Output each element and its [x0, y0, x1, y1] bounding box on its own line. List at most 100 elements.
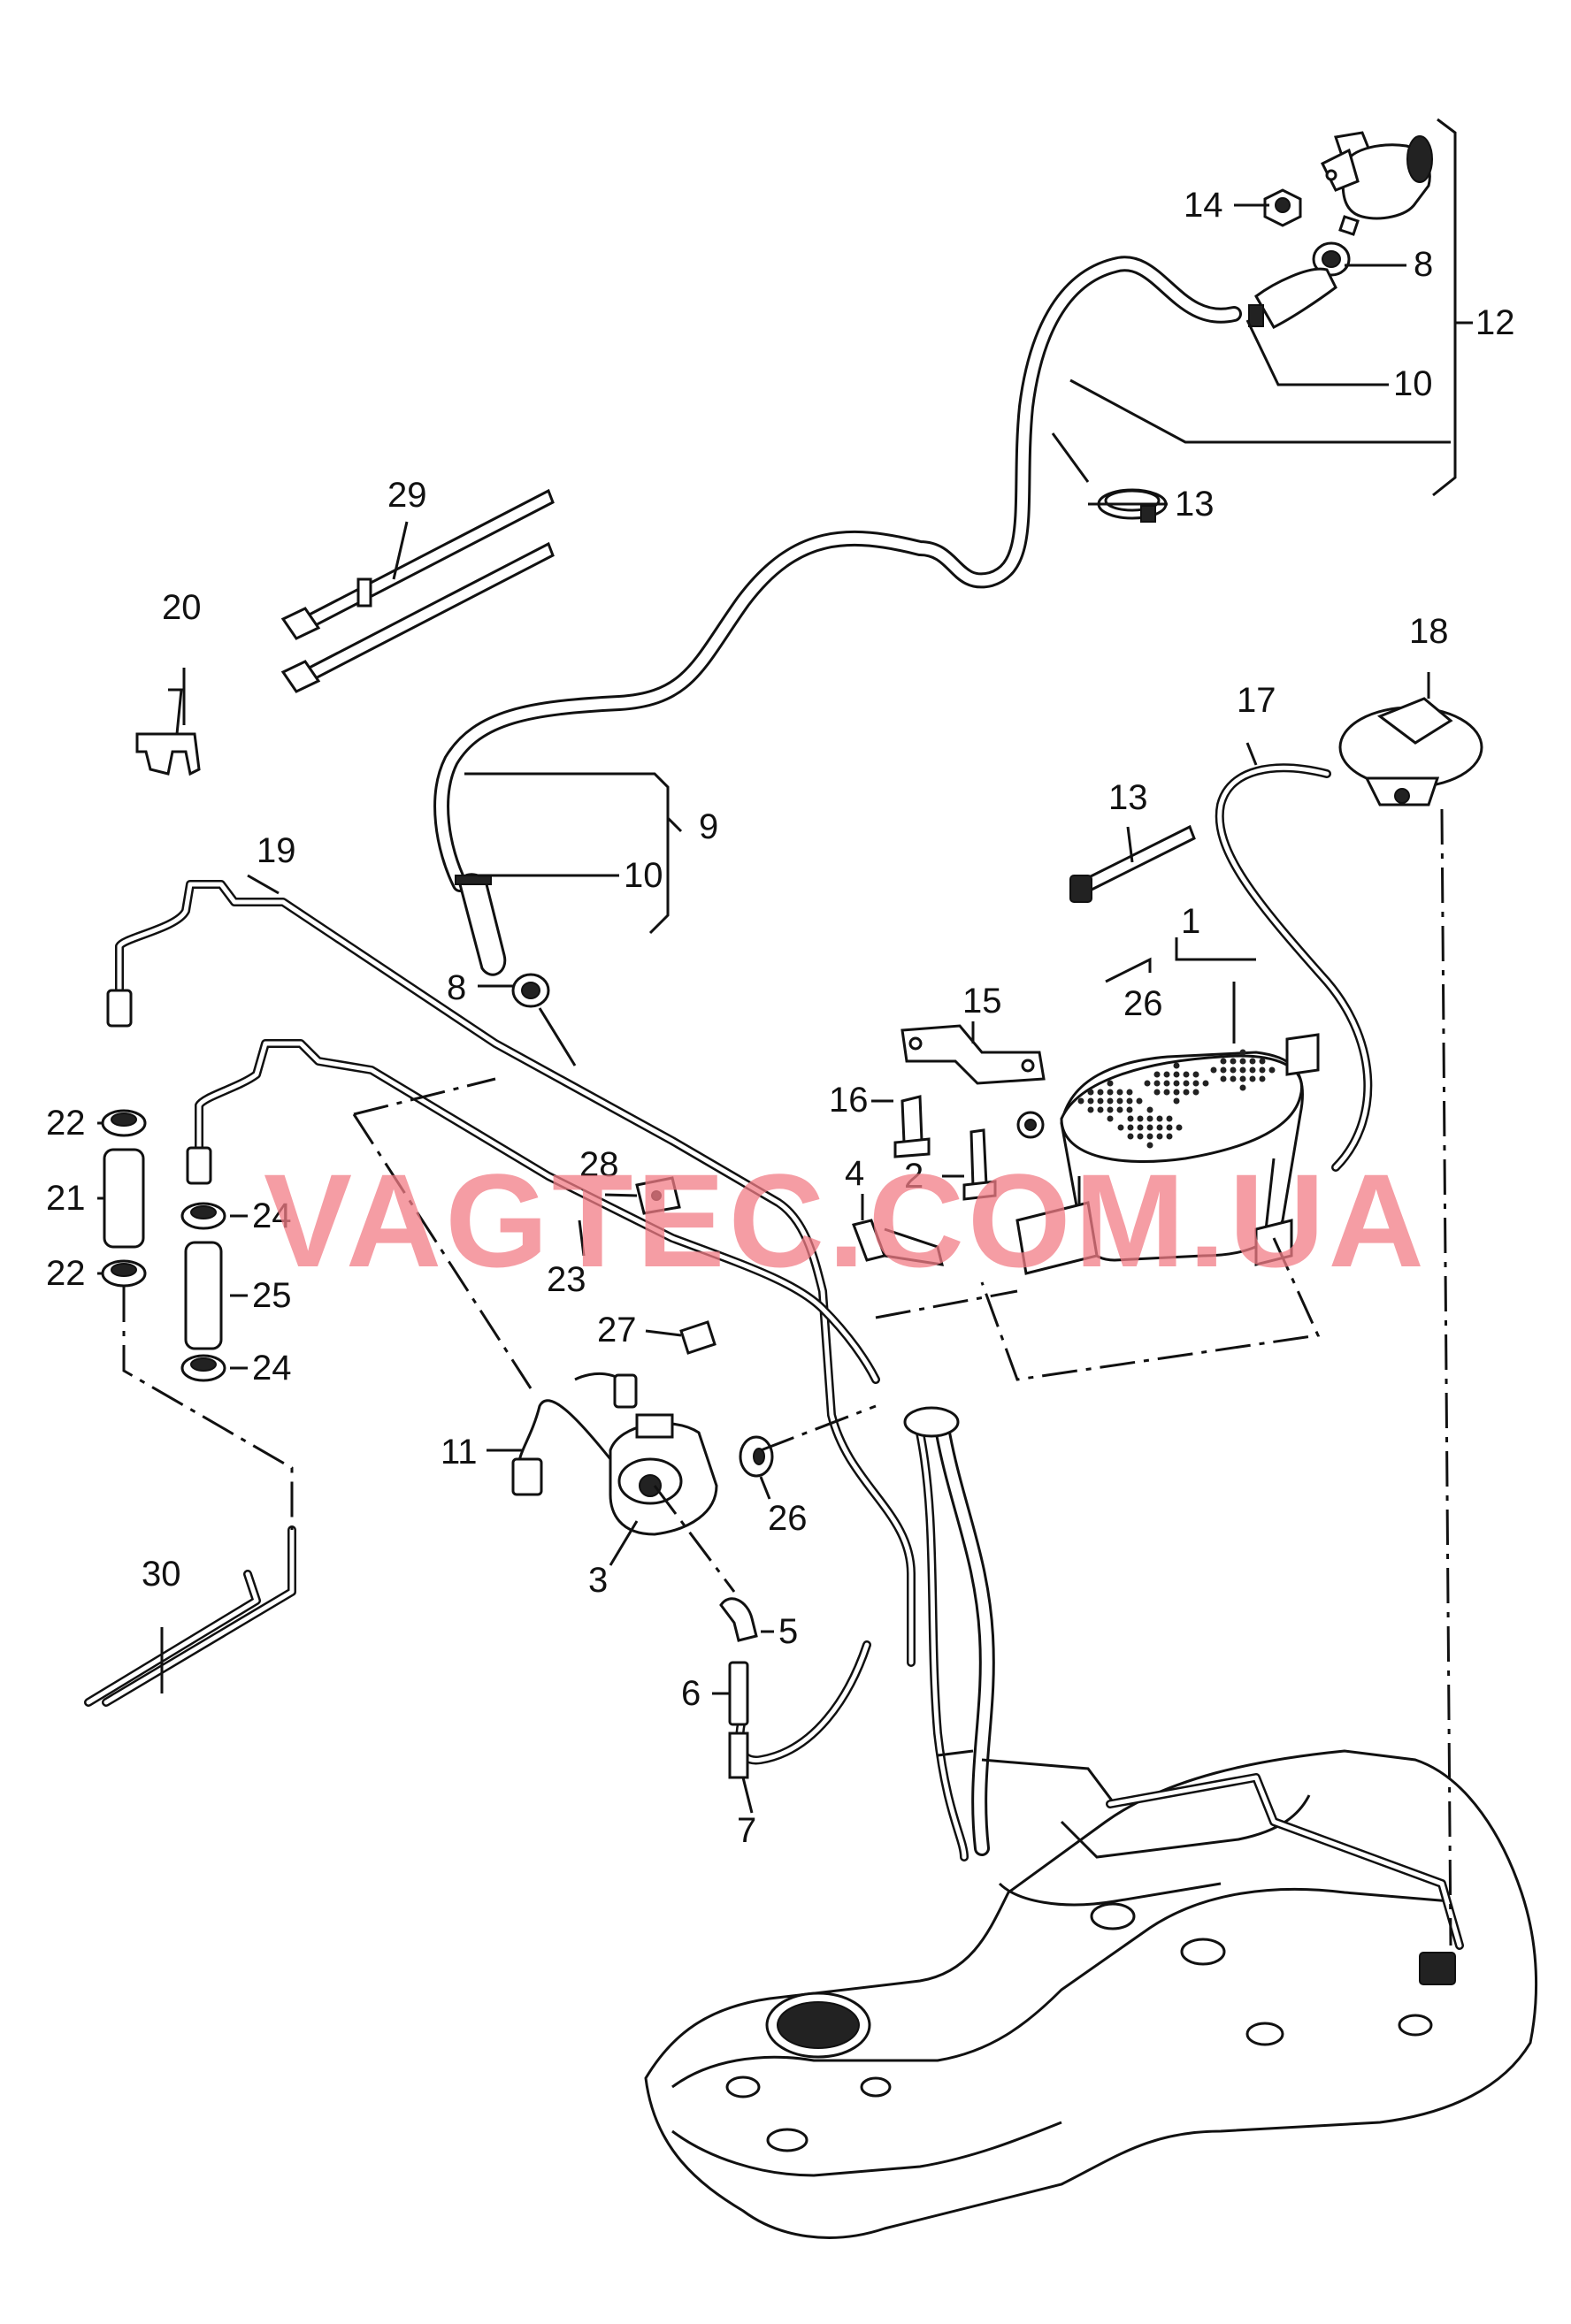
- hose-10-mid: [455, 873, 507, 976]
- vent-hole: [1116, 1106, 1123, 1113]
- callout-26-lower: 26: [768, 1499, 808, 1538]
- vent-hole: [1117, 1124, 1124, 1131]
- vent-hole: [1173, 1071, 1180, 1078]
- vent-hole: [1146, 1106, 1153, 1113]
- callout-29: 29: [387, 476, 427, 515]
- callout-13-upper: 13: [1175, 485, 1215, 524]
- vent-hole: [1230, 1075, 1237, 1082]
- valve-3: [609, 1413, 718, 1536]
- tank-vent-line-17: [1215, 763, 1373, 1172]
- vent-pipe-main: [433, 256, 1242, 892]
- vent-hole: [1183, 1080, 1190, 1087]
- vent-hole: [1127, 1124, 1134, 1131]
- clamp-13-upper: [1097, 488, 1168, 523]
- vent-hole: [1163, 1071, 1170, 1078]
- vent-hole: [1146, 1142, 1153, 1149]
- vent-hole: [1183, 1089, 1190, 1096]
- vent-hole: [1126, 1097, 1133, 1105]
- connector-8-upper: [1312, 241, 1351, 277]
- vent-hole: [1156, 1124, 1163, 1131]
- callout-8-upper: 8: [1414, 245, 1433, 284]
- vent-hole: [1239, 1066, 1246, 1074]
- callout-4: 4: [845, 1154, 864, 1193]
- watermark: VAGTEC.COM.UA: [264, 1146, 1428, 1295]
- vent-hole: [1192, 1071, 1199, 1078]
- callout-15: 15: [962, 982, 1002, 1021]
- vent-hole: [1249, 1058, 1256, 1065]
- clip-27: [679, 1320, 717, 1355]
- callout-17: 17: [1237, 681, 1276, 720]
- vent-hole: [1220, 1058, 1227, 1065]
- vent-hole: [1163, 1080, 1170, 1087]
- callout-7: 7: [737, 1811, 756, 1850]
- vent-hole: [1107, 1115, 1114, 1122]
- vent-hole: [1137, 1115, 1144, 1122]
- bushing-24-top: [180, 1202, 226, 1230]
- vent-hole: [1087, 1106, 1094, 1113]
- vent-hole: [1107, 1080, 1114, 1087]
- vent-hole: [1146, 1115, 1153, 1122]
- callout-5: 5: [778, 1612, 798, 1651]
- callout-22-top: 22: [46, 1104, 86, 1143]
- tube-30: [84, 1525, 296, 1707]
- vent-hole: [1268, 1066, 1276, 1074]
- vent-hole: [1173, 1080, 1180, 1087]
- callout-10-mid: 10: [624, 856, 663, 895]
- callout-26-upper: 26: [1123, 984, 1163, 1023]
- canister-vents: [1077, 1049, 1276, 1149]
- vent-hole: [1176, 1124, 1183, 1131]
- callout-21: 21: [46, 1179, 86, 1218]
- callout-27: 27: [597, 1311, 637, 1349]
- callout-11: 11: [441, 1433, 478, 1472]
- callout-18: 18: [1409, 612, 1449, 651]
- vent-hole: [1156, 1133, 1163, 1140]
- bolt-16: [893, 1095, 931, 1158]
- vent-hole: [1220, 1066, 1227, 1074]
- brake-line-23: [186, 1039, 880, 1384]
- vent-hole: [1249, 1075, 1256, 1082]
- leader-lines: [97, 118, 1473, 1814]
- connector-8-mid: [511, 973, 550, 1008]
- vent-hole: [1127, 1133, 1134, 1140]
- vent-hole: [1097, 1089, 1104, 1096]
- vent-hole: [1166, 1133, 1173, 1140]
- vent-hole: [1166, 1124, 1173, 1131]
- reference-lines: [122, 808, 1452, 1946]
- vent-hole: [1202, 1080, 1209, 1087]
- callout-30: 30: [142, 1555, 181, 1594]
- vent-hole: [1173, 1062, 1180, 1069]
- vent-hole: [1127, 1115, 1134, 1122]
- callout-10-upper: 10: [1393, 364, 1433, 403]
- callout-25: 25: [252, 1276, 292, 1315]
- vent-hole: [1230, 1058, 1237, 1065]
- vent-hose-lower: [735, 1640, 871, 1765]
- bolt-2: [962, 1128, 997, 1201]
- sleeve-25: [184, 1241, 223, 1350]
- callout-14: 14: [1184, 186, 1223, 225]
- clip-20: [135, 688, 201, 776]
- callout-1: 1: [1181, 902, 1200, 941]
- vent-hole: [1153, 1080, 1161, 1087]
- bushing-24-bottom: [180, 1354, 226, 1382]
- vent-hole: [1259, 1075, 1266, 1082]
- vent-hole: [1192, 1080, 1199, 1087]
- hose-10-upper: [1248, 267, 1337, 329]
- bushing-22-bottom: [101, 1259, 147, 1288]
- vent-hole: [1163, 1089, 1170, 1096]
- vent-hole: [1107, 1089, 1114, 1096]
- vent-hole: [1137, 1124, 1144, 1131]
- callout-labels: 1 2 3 4 5 6 7 8 8 9 10 10 11 12 13 13 14…: [46, 186, 1515, 1850]
- vent-hole: [1116, 1089, 1123, 1096]
- vent-hole: [1153, 1089, 1161, 1096]
- vent-hole: [1210, 1066, 1217, 1074]
- grommet-26: [739, 1435, 774, 1478]
- vent-hole: [1136, 1097, 1143, 1105]
- vent-hole: [1239, 1075, 1246, 1082]
- sleeve-21: [103, 1148, 145, 1249]
- bushing-22-top: [101, 1109, 147, 1137]
- vent-hole: [1239, 1049, 1246, 1056]
- vent-hole: [1116, 1097, 1123, 1105]
- vent-hole: [1107, 1106, 1114, 1113]
- callout-16: 16: [829, 1081, 869, 1120]
